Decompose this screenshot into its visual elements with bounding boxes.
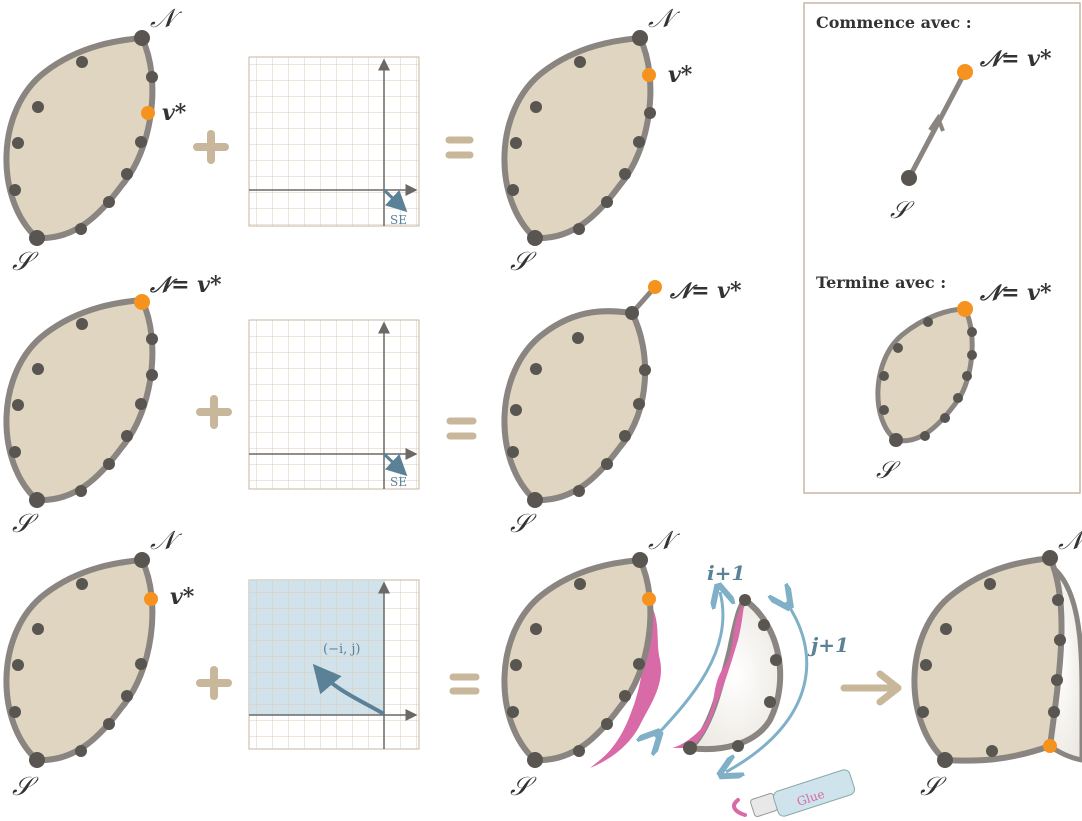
map-row1-left: 𝒩 𝒮 v* <box>3 4 187 277</box>
map-region <box>3 296 156 504</box>
right-arrow <box>840 670 902 706</box>
map-vertices <box>9 552 150 768</box>
label-i-plus-1: i+1 <box>707 561 745 585</box>
glued-piece <box>672 594 784 755</box>
highlight-vertex <box>1043 739 1057 753</box>
legend-north-eq-vstar: 𝒩= v* <box>979 46 1052 72</box>
grid-row3: (−i, j) <box>248 579 420 750</box>
step-arrow-se <box>382 452 408 477</box>
row-2: 𝒩= v* 𝒮 SE 𝒩= <box>3 272 742 539</box>
map-row3-left: 𝒩 𝒮 v* <box>3 526 195 802</box>
label-coord: (−i, j) <box>323 642 361 657</box>
map-row3-final: 𝒩 𝒮 <box>911 526 1082 802</box>
legend-box: Commence avec : 𝒩= v* 𝒮 Termine avec : 𝒩… <box>803 2 1081 494</box>
glue-tube-icon: Glue <box>732 769 855 817</box>
map-row2-left: 𝒩= v* 𝒮 <box>3 272 222 539</box>
map-row2-result: 𝒩= v* 𝒮 <box>501 278 742 539</box>
map-region <box>3 34 156 242</box>
highlight-vertex <box>134 294 150 310</box>
map-vertices <box>507 306 651 508</box>
highlight-vertex <box>648 280 662 294</box>
legend-north-eq-vstar-2: 𝒩= v* <box>979 280 1052 306</box>
label-vstar: v* <box>170 584 195 610</box>
label-north: 𝒩 <box>150 4 183 34</box>
highlight-vertex <box>144 592 158 606</box>
highlight-vertex <box>642 592 656 606</box>
grid-row2: SE <box>248 319 420 490</box>
label-south: 𝒮 <box>510 247 537 277</box>
label-north-eq-vstar: 𝒩= v* <box>149 272 222 298</box>
row-1: 𝒩 𝒮 v* SE 𝒩 <box>3 4 693 277</box>
map-region <box>501 34 654 242</box>
label-north: 𝒩 <box>150 526 183 556</box>
map-vertices <box>507 552 648 768</box>
map-vertices <box>9 30 158 246</box>
label-vstar: v* <box>162 100 187 126</box>
label-north: 𝒩 <box>1058 526 1082 556</box>
arrow-j-plus-1 <box>726 602 809 772</box>
label-south: 𝒮 <box>12 772 39 802</box>
label-south: 𝒮 <box>510 509 537 539</box>
label-se: SE <box>390 213 407 227</box>
highlight-vertex <box>141 106 155 120</box>
plus-operator <box>196 666 232 700</box>
label-vstar: v* <box>668 62 693 88</box>
label-south: 𝒮 <box>12 509 39 539</box>
step-arrow-se <box>382 188 408 213</box>
map-region <box>3 556 156 764</box>
plus-operator <box>196 395 232 429</box>
label-south: 𝒮 <box>510 772 537 802</box>
highlight-vertex <box>642 68 656 82</box>
label-south: 𝒮 <box>920 772 947 802</box>
map-row1-result: 𝒩 𝒮 v* <box>501 4 693 277</box>
label-north: 𝒩 <box>648 4 681 34</box>
equals-operator <box>446 417 477 440</box>
label-se: SE <box>390 475 407 489</box>
equals-operator <box>449 673 480 695</box>
legend-ends-with: Termine avec : <box>816 273 946 292</box>
map-vertices <box>507 30 656 246</box>
label-north-eq-vstar: 𝒩= v* <box>669 278 742 304</box>
label-j-plus-1: j+1 <box>807 633 849 657</box>
row-3: 𝒩 𝒮 v* (−i, j) <box>3 526 1082 817</box>
map-row3-glue: 𝒩 𝒮 i+1 j+1 Glue <box>501 526 855 817</box>
legend-starts-with: Commence avec : <box>816 13 972 32</box>
map-vertices <box>917 550 1066 768</box>
map-vertices <box>9 318 158 508</box>
label-south: 𝒮 <box>12 247 39 277</box>
equals-operator <box>445 136 474 159</box>
plus-operator <box>193 130 229 164</box>
step-arrow-curve <box>312 663 386 716</box>
grid-row1: SE <box>248 56 420 227</box>
label-north: 𝒩 <box>648 526 681 556</box>
